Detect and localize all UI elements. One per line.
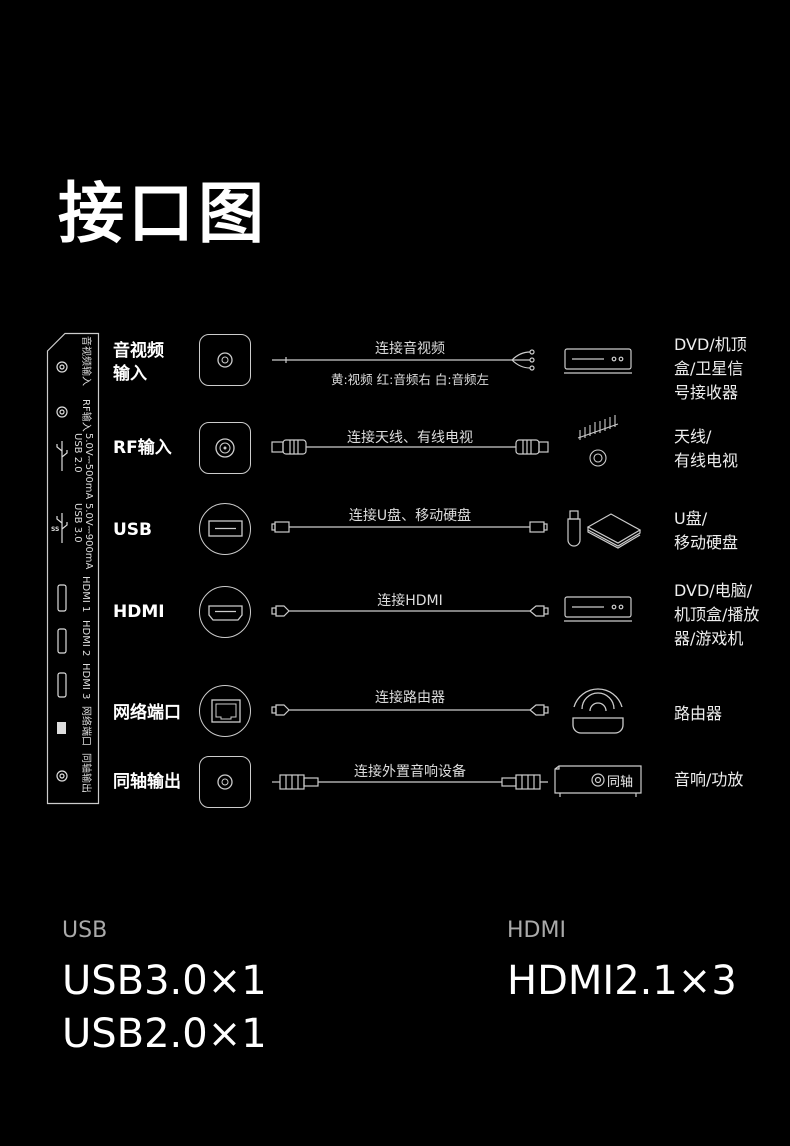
speaker-amp-icon: 同轴 (554, 765, 642, 797)
coax-badge: 同轴 (607, 775, 634, 790)
cable-label-coax: 连接外置音响设备 (354, 764, 466, 780)
antenna-icon (577, 415, 619, 467)
usb-drive-and-hdd-icon (567, 510, 642, 549)
av-cable-icon (272, 349, 535, 371)
panel-label-rf: RF输入 (80, 399, 91, 432)
cable-label-rf: 连接天线、有线电视 (347, 430, 473, 446)
spec-category-usb: USB (62, 918, 108, 943)
rf-cable-icon (271, 439, 549, 455)
spec-value-usb2: USB2.0×1 (62, 1011, 267, 1057)
coax-cable-icon (272, 774, 548, 790)
av-cable: 连接音视频 黄:视频 红:音频右 白:音频左 (272, 336, 548, 387)
panel-label-network: 网络端口 (80, 706, 91, 746)
coax-cable: 连接外置音响设备 (272, 758, 548, 798)
cable-label-network: 连接路由器 (375, 690, 445, 706)
device-label-network: 路由器 (674, 704, 723, 723)
page-title: 接口图 (58, 175, 268, 252)
device-label-hdmi: DVD/电脑/ 机顶盒/播放 器/游戏机 (674, 581, 760, 648)
usb-cable-icon (271, 521, 548, 533)
ethernet-cable: 连接路由器 (271, 685, 549, 725)
cable-label-hdmi: 连接HDMI (377, 593, 443, 609)
panel-label-usb2: USB 2.0 (72, 433, 83, 473)
rf-port-icon (199, 422, 251, 474)
av-port-icon (199, 334, 251, 386)
device-label-usb: U盘/ 移动硬盘 (674, 509, 739, 552)
svg-text:SS: SS (51, 526, 59, 533)
coax-port-icon (199, 756, 251, 808)
cable-label-usb: 连接U盘、移动硬盘 (348, 508, 472, 524)
cable-label-av: 连接音视频 (375, 341, 445, 357)
router-icon (572, 688, 624, 734)
hdmi-cable: 连接HDMI (271, 588, 549, 628)
panel-label-av: 音视频输入 (80, 336, 91, 386)
panel-label-usb3: USB 3.0 (72, 503, 83, 543)
row-label-rf: RF输入 (113, 438, 172, 458)
row-label-usb: USB (113, 520, 153, 540)
device-label-av: DVD/机顶 盒/卫星信 号接收器 (674, 335, 747, 402)
hdmi-cable-icon (271, 605, 549, 617)
ethernet-port-icon (199, 685, 251, 737)
row-label-network: 网络端口 (113, 703, 181, 723)
panel-outline: SS (46, 332, 100, 805)
spec-category-hdmi: HDMI (507, 918, 566, 943)
rf-cable: 连接天线、有线电视 (271, 424, 549, 464)
device-label-coax: 音响/功放 (674, 770, 744, 789)
set-top-box-icon (564, 348, 632, 374)
device-label-rf: 天线/ 有线电视 (674, 427, 739, 470)
spec-hdmi: HDMI HDMI2.1×3 (507, 918, 737, 1008)
panel-label-usb2-power: 5.0V⎓500mA (83, 433, 94, 500)
hdmi-port-icon (199, 586, 251, 638)
usb-port-icon (199, 503, 251, 555)
panel-label-hdmi2: HDMI 2 (80, 620, 91, 657)
panel-label-hdmi1: HDMI 1 (80, 576, 91, 613)
av-color-legend: 黄:视频 红:音频右 白:音频左 (330, 372, 490, 387)
usb-cable: 连接U盘、移动硬盘 (271, 503, 548, 543)
row-label-coax: 同轴输出 (113, 772, 181, 792)
panel-label-coax: 同轴输出 (80, 753, 91, 793)
dvd-player-icon (564, 596, 632, 622)
panel-label-usb3-power: 5.0V⎓900mA (83, 503, 94, 570)
spec-usb: USB USB3.0×1 USB2.0×1 (62, 918, 267, 1061)
spec-value-usb3: USB3.0×1 (62, 958, 267, 1004)
spec-value-hdmi: HDMI2.1×3 (507, 958, 737, 1004)
row-label-hdmi: HDMI (113, 602, 165, 622)
panel-label-hdmi3: HDMI 3 (80, 663, 91, 700)
ethernet-cable-icon (271, 704, 549, 716)
tv-port-panel: SS 音视频输入 RF输入 USB 2.0 5.0V⎓500mA USB 3.0… (46, 332, 100, 805)
row-label-av: 音视频 输入 (113, 341, 164, 384)
